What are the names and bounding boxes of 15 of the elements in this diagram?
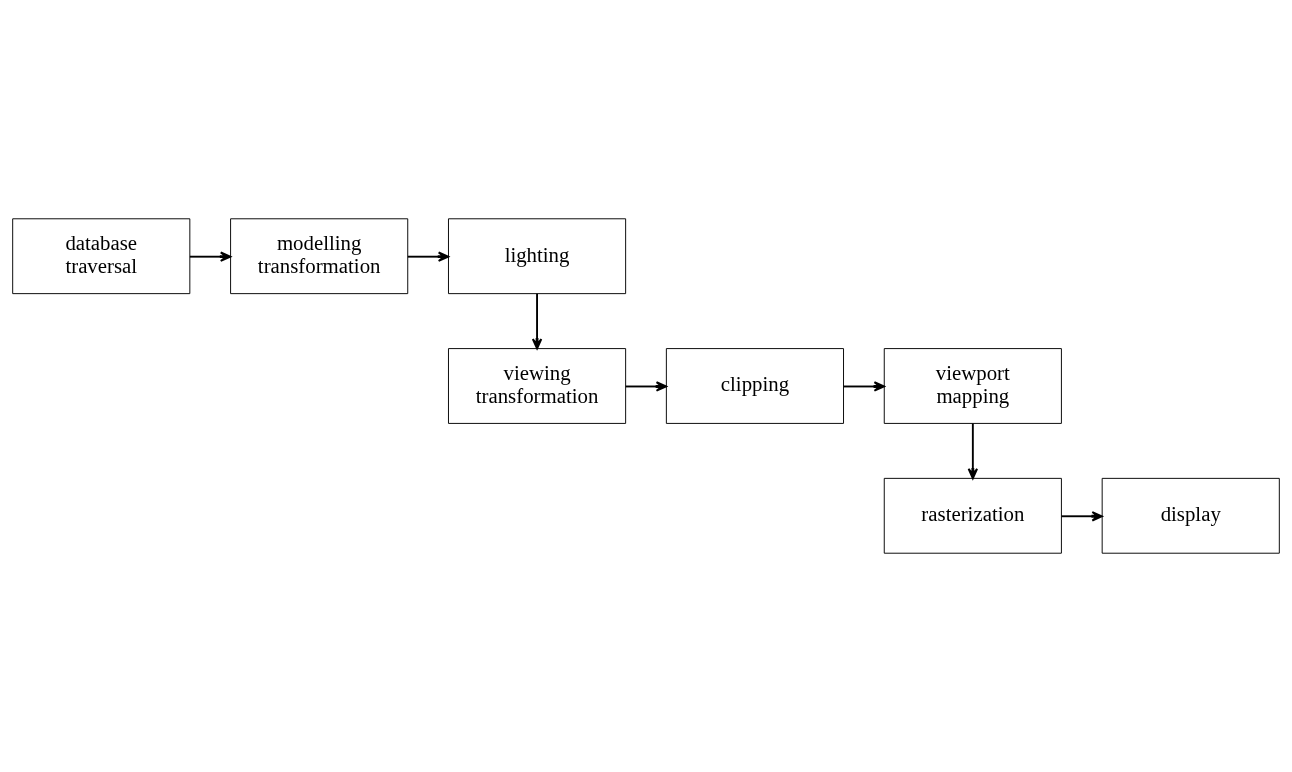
node-box: modelling transformation <box>230 218 409 295</box>
node-box: display <box>1101 477 1280 554</box>
node-box: viewing transformation <box>448 348 627 424</box>
arrow <box>1060 511 1103 522</box>
arrow <box>624 381 667 392</box>
node-box: rasterization <box>883 477 1062 554</box>
arrow <box>967 422 979 480</box>
arrow <box>406 251 450 262</box>
arrow <box>531 292 543 350</box>
node-box: clipping <box>665 348 844 424</box>
node-box: viewport mapping <box>883 348 1062 424</box>
node-box: database traversal <box>12 218 191 295</box>
arrow <box>842 381 885 392</box>
arrow <box>188 251 232 262</box>
node-box: lighting <box>448 218 627 295</box>
